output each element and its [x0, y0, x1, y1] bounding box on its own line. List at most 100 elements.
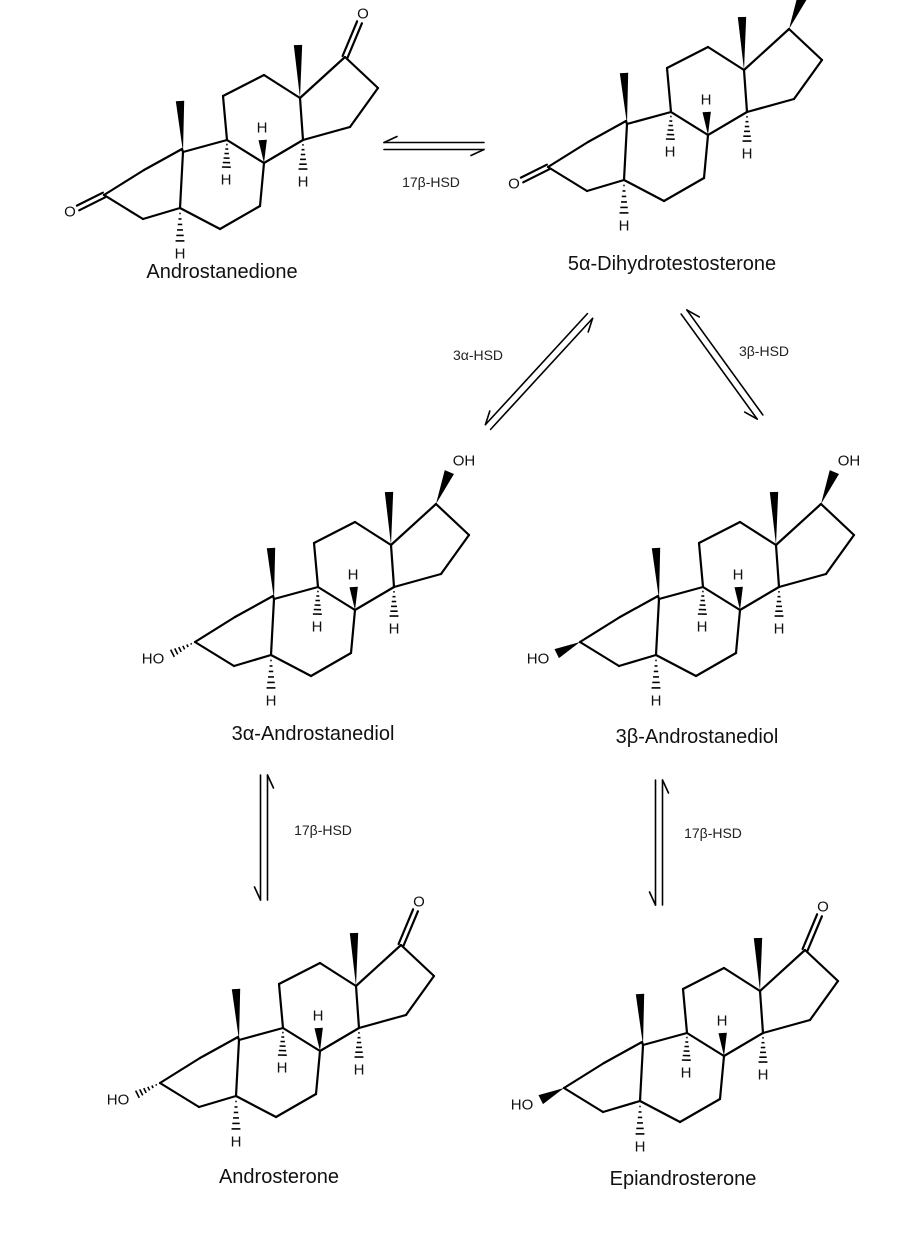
hydroxyl-c3-alpha-hash: [134, 1090, 141, 1099]
arrows-layer: [253, 135, 764, 906]
skeleton-bond: [354, 943, 403, 988]
skeleton-bond: [404, 974, 436, 1017]
hydroxyl-c17-beta-wedge: [821, 470, 839, 504]
carbonyl-c17-double-bond: [346, 22, 364, 60]
skeleton-bond: [722, 1031, 765, 1058]
skeleton-bond: [758, 948, 807, 993]
methyl-c18-wedge: [753, 937, 763, 991]
hydroxyl-c3-alpha-hash: [190, 642, 193, 645]
methyl-c18-wedge: [737, 16, 747, 70]
skeleton-bond: [353, 520, 393, 547]
hydroxyl-c3-beta-wedge: [538, 1088, 564, 1105]
arrow-head-forward: [470, 148, 485, 157]
skeleton-bond: [218, 204, 262, 231]
skeleton-bond: [298, 55, 347, 100]
hydroxyl-c17-beta-wedge: [789, 0, 807, 29]
skeleton-bond: [622, 178, 666, 203]
compound-name-androstanedione: Androstanedione: [146, 261, 297, 283]
skeleton-bond: [312, 520, 357, 545]
carbonyl-c17-double-bond: [397, 908, 415, 946]
molecules-layer: HHHHOOHHHHOOHHHHHHOOHHHHHHOOHHHHHHOOHHHH…: [64, 0, 860, 1156]
carbonyl-c3-double-bond: [519, 163, 548, 179]
oxygen-label: O: [64, 204, 76, 221]
skeleton-bond: [262, 73, 302, 100]
skeleton-bond: [312, 541, 320, 589]
skeleton-bond: [237, 1026, 285, 1042]
hydroxyl-c3-alpha-hash: [178, 646, 182, 653]
hydroxyl-c3-alpha-hash: [155, 1083, 158, 1086]
skeleton-bond: [578, 640, 621, 668]
skeleton-bond: [277, 982, 285, 1030]
hydroxyl-label: OH: [838, 453, 861, 470]
skeleton-bond: [585, 178, 626, 193]
methyl-c19-wedge: [635, 993, 645, 1045]
oxygen-label: O: [413, 894, 425, 911]
arrow-head-forward: [648, 891, 657, 906]
skeleton-bond: [578, 615, 622, 644]
skeleton-bond: [738, 520, 778, 547]
hydrogen-label: H: [697, 619, 708, 636]
skeleton-bond: [562, 1086, 605, 1114]
arrow-head-reverse: [686, 309, 701, 318]
skeleton-bond: [102, 193, 145, 221]
equilibrium-arrow-17b-top: [383, 135, 485, 157]
h8-beta-wedge: [718, 1032, 727, 1056]
skeleton-bond: [641, 1031, 689, 1047]
hydrogen-label: H: [266, 693, 277, 710]
hydroxyl-c3-alpha-hash: [174, 647, 179, 655]
skeleton-bond: [685, 1031, 726, 1058]
arrow-line-forward: [484, 312, 589, 426]
hydroxyl-label: HO: [527, 651, 550, 668]
skeleton-bond: [158, 1081, 201, 1109]
skeleton-bond: [357, 1013, 408, 1030]
skeleton-bond: [233, 594, 275, 619]
skeleton-bond: [349, 608, 357, 655]
skeleton-bond: [665, 66, 673, 114]
arrow-head-reverse: [266, 774, 275, 789]
hydrogen-label: H: [635, 1139, 646, 1156]
skeleton-bond: [638, 1043, 645, 1103]
carbonyl-c3-double-bond: [522, 168, 551, 184]
arrow-head-reverse: [383, 135, 398, 144]
skeleton-bond: [681, 966, 726, 991]
skeleton-bond: [277, 961, 322, 986]
hydroxyl-label: OH: [453, 453, 476, 470]
arrow-head-reverse: [661, 779, 670, 794]
skeleton-bond: [399, 943, 436, 978]
arrow-head-forward: [484, 410, 491, 426]
skeleton-bond: [662, 176, 706, 203]
skeleton-bond: [269, 597, 276, 657]
hydrogen-label: H: [312, 619, 323, 636]
hydrogen-label: H: [733, 567, 744, 584]
skeleton-bond: [617, 653, 658, 668]
skeleton-bond: [301, 125, 352, 142]
hydrogen-label: H: [758, 1067, 769, 1084]
skeleton-bond: [586, 119, 628, 144]
skeleton-bond: [392, 572, 443, 589]
carbonyl-c3-double-bond: [75, 191, 104, 207]
enzyme-label-3b-hsd: 3β-HSD: [739, 343, 789, 359]
skeleton-bond: [824, 533, 856, 576]
skeleton-bond: [562, 1061, 606, 1090]
skeleton-bond: [232, 653, 273, 668]
skeleton-bond: [178, 150, 185, 210]
skeleton-bond: [197, 1094, 238, 1109]
skeleton-bond: [234, 1038, 241, 1098]
skeleton-bond: [274, 1092, 318, 1119]
h8-beta-wedge: [734, 586, 743, 610]
skeleton-bond: [269, 653, 313, 678]
skeleton-bond: [309, 651, 353, 678]
skeleton-bond: [738, 585, 781, 612]
skeleton-bond: [665, 45, 710, 70]
h8-beta-wedge: [314, 1027, 323, 1051]
skeleton-bond: [225, 138, 266, 165]
skeleton-bond: [389, 502, 438, 547]
methyl-c19-wedge: [266, 547, 276, 599]
skeleton-bond: [654, 653, 698, 678]
skeleton-bond: [181, 138, 229, 154]
skeleton-bond: [697, 541, 705, 589]
hydrogen-label: H: [717, 1013, 728, 1030]
skeleton-bond: [546, 140, 590, 169]
